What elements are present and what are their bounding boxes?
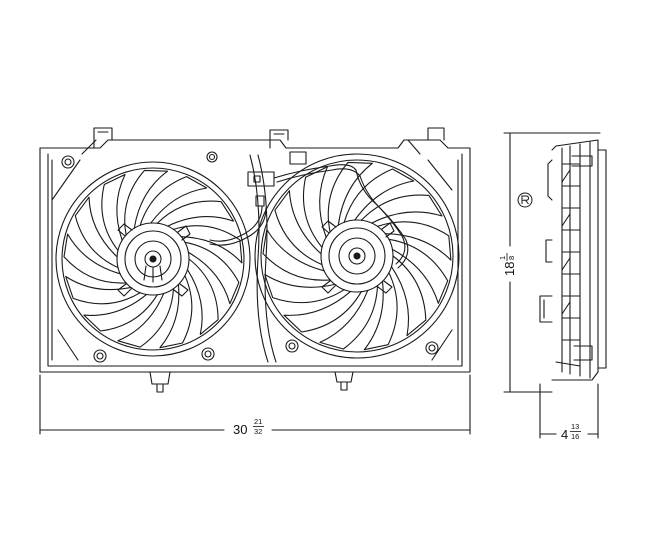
fan-blade	[390, 255, 427, 337]
width-dimension-line	[39, 374, 471, 435]
width-numerator: 21	[254, 417, 262, 426]
right-fan	[254, 153, 460, 359]
width-denominator: 32	[254, 427, 262, 436]
depth-dimension-line	[539, 383, 599, 439]
left-fan	[55, 161, 251, 357]
left-fan-blades	[63, 169, 243, 349]
fan-blade	[376, 221, 452, 261]
height-dimension-line	[503, 132, 601, 393]
fan-blade	[101, 173, 126, 251]
width-dimension-label: 30 21 32	[233, 417, 264, 437]
depth-numerator: 13	[571, 422, 579, 431]
fan-blade	[139, 176, 208, 226]
fan-blade	[186, 258, 219, 335]
depth-denominator: 16	[571, 432, 579, 441]
fan-blade	[283, 290, 362, 333]
right-fan-motor	[320, 219, 395, 294]
fan-blade	[262, 229, 331, 281]
fan-blade	[360, 194, 443, 224]
fan-blade	[156, 200, 235, 227]
left-fan-motor	[116, 222, 191, 297]
side-view	[539, 139, 607, 381]
fan-blade	[74, 196, 119, 269]
fan-blade	[63, 233, 127, 284]
fan-blade	[172, 225, 243, 264]
fan-blade	[274, 190, 323, 266]
fan-blade	[159, 275, 193, 349]
fan-blade	[327, 161, 373, 233]
height-numerator: 1	[498, 256, 507, 260]
fan-blade	[363, 272, 398, 351]
fan-blade	[264, 273, 345, 304]
width-whole: 30	[233, 422, 247, 437]
right-fan-blades	[262, 161, 452, 351]
fan-blade	[83, 293, 158, 332]
fan-blade	[343, 168, 415, 223]
fan-blade	[65, 275, 141, 305]
fan-blade	[319, 285, 379, 350]
fan-blade	[388, 238, 449, 304]
left-fan-ring-outer	[55, 161, 251, 357]
shroud-front-view	[39, 127, 471, 393]
fan-blade	[124, 169, 169, 236]
height-whole: 18	[502, 262, 517, 276]
fan-blade	[302, 166, 329, 248]
fan-blade	[117, 288, 175, 348]
registered-icon	[517, 192, 533, 208]
height-dimension-label: 18 1 8	[498, 253, 517, 276]
right-fan-ring-outer	[254, 153, 460, 359]
depth-dimension-label: 4 13 16	[561, 422, 581, 442]
depth-whole: 4	[561, 427, 568, 442]
fan-blade	[184, 241, 240, 305]
height-denominator: 8	[507, 256, 516, 260]
